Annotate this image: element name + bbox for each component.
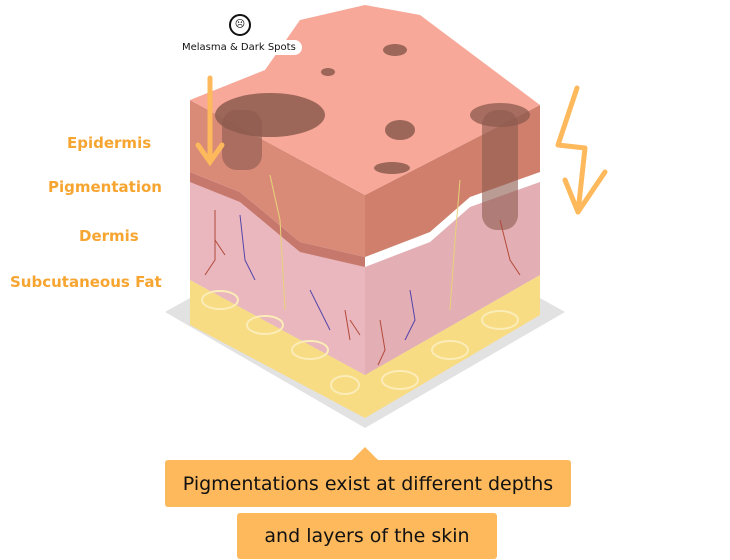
deep-pigment-column	[482, 110, 518, 230]
fat-cells	[201, 290, 519, 395]
dark-spot	[321, 68, 335, 76]
caption-line-1: Pigmentations exist at different depths	[165, 460, 571, 507]
distressed-face-icon: ☹	[229, 14, 251, 36]
dark-spot	[383, 44, 407, 56]
label-pigmentation: Pigmentation	[48, 178, 162, 196]
dark-spot	[374, 162, 410, 174]
label-subcutaneous-fat: Subcutaneous Fat	[10, 273, 162, 291]
down-arrow-icon	[195, 75, 225, 167]
caption-pointer	[352, 447, 378, 460]
caption-line-2: and layers of the skin	[237, 513, 497, 559]
dark-spot	[385, 120, 415, 140]
dermis-layer-left	[190, 180, 365, 375]
zigzag-arrow-icon	[555, 85, 608, 215]
fat-layer-left	[190, 280, 365, 418]
pigmentation-line-left	[190, 172, 365, 267]
melasma-label: Melasma & Dark Spots	[176, 40, 302, 55]
label-dermis: Dermis	[79, 227, 139, 245]
blood-vessels	[204, 174, 521, 366]
deep-pigment-column	[222, 110, 262, 170]
label-epidermis: Epidermis	[67, 134, 152, 152]
